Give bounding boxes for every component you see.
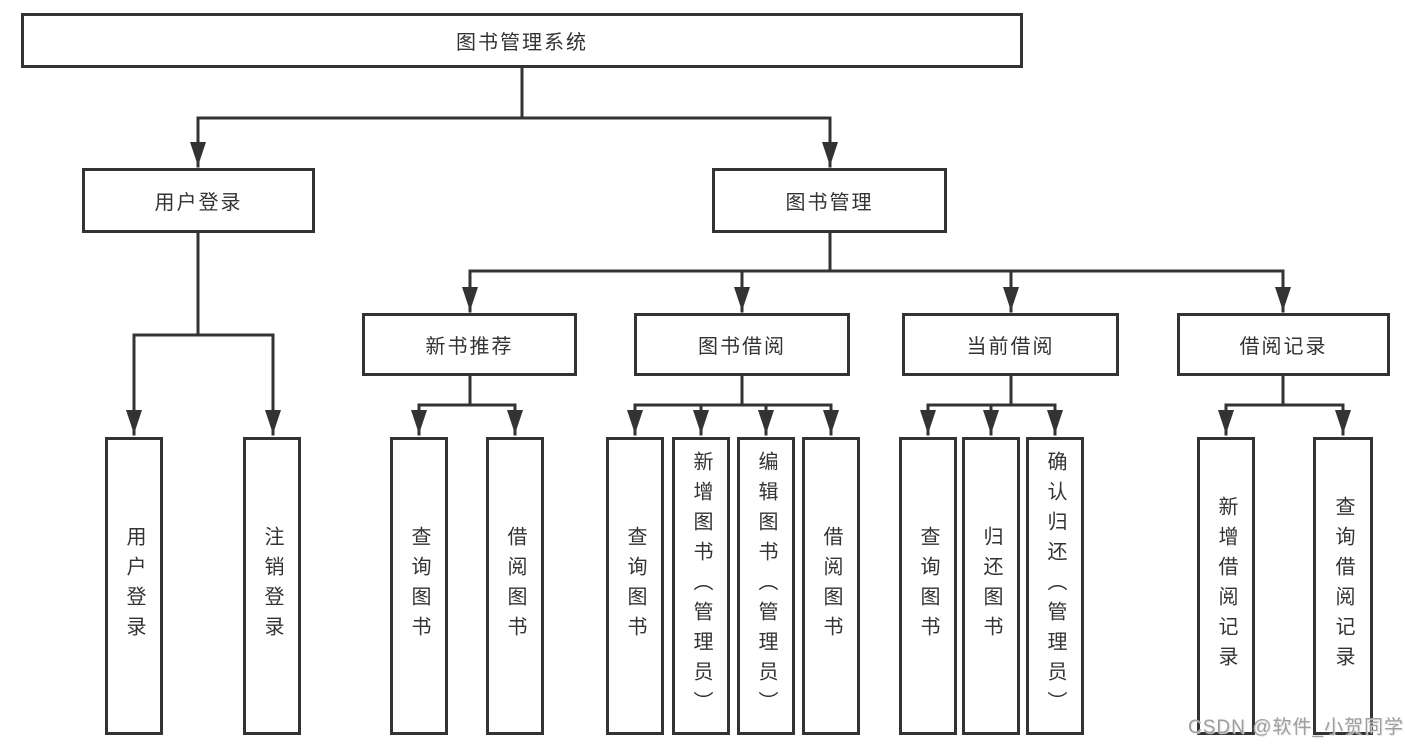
leaf-add-borrow-record-label: 新增借阅记录 [1215, 496, 1237, 676]
connector-records-to-leaves [1218, 374, 1351, 436]
leaf-recommend-query-books-label: 查询图书 [408, 526, 430, 646]
node-borrow-records: 借阅记录 [1177, 313, 1390, 376]
leaf-return-book-label: 归还图书 [980, 526, 1002, 646]
leaf-confirm-return-admin-label: 确认归还（管理员） [1044, 451, 1066, 721]
node-root: 图书管理系统 [21, 13, 1023, 68]
csdn-watermark: CSDN @软件_小贺同学 [1188, 717, 1404, 738]
leaf-recommend-query-books: 查询图书 [390, 437, 448, 735]
leaf-current-query-books: 查询图书 [899, 437, 957, 735]
connector-root-to-level2 [190, 66, 838, 168]
node-current-borrow: 当前借阅 [902, 313, 1119, 376]
connector-mgmt-to-level3 [462, 231, 1291, 313]
node-book-borrow-label: 图书借阅 [698, 336, 786, 358]
leaf-logout-label: 注销登录 [261, 526, 283, 646]
leaf-query-borrow-record: 查询借阅记录 [1313, 437, 1373, 735]
leaf-borrow-book: 借阅图书 [802, 437, 860, 735]
node-new-book-recommend-label: 新书推荐 [425, 336, 514, 358]
leaf-user-login-label: 用户登录 [123, 526, 145, 646]
node-book-management-label: 图书管理 [785, 192, 874, 214]
leaf-add-book-admin-label: 新增图书（管理员） [690, 451, 712, 721]
connector-recommend-to-leaves [411, 374, 523, 436]
connector-current-to-leaves [920, 374, 1063, 436]
leaf-add-book-admin: 新增图书（管理员） [672, 437, 730, 735]
leaf-recommend-borrow-books: 借阅图书 [486, 437, 544, 735]
node-book-borrow: 图书借阅 [634, 313, 850, 376]
leaf-return-book: 归还图书 [962, 437, 1020, 735]
connector-borrow-to-leaves [627, 374, 839, 436]
connector-login-to-leaves [126, 231, 281, 436]
leaf-user-login: 用户登录 [105, 437, 163, 735]
node-root-label: 图书管理系统 [456, 32, 588, 54]
leaf-edit-book-admin: 编辑图书（管理员） [737, 437, 795, 735]
leaf-edit-book-admin-label: 编辑图书（管理员） [755, 451, 777, 721]
node-user-login-label: 用户登录 [154, 192, 243, 214]
leaf-confirm-return-admin: 确认归还（管理员） [1026, 437, 1084, 735]
node-book-management: 图书管理 [712, 168, 947, 233]
leaf-query-borrow-record-label: 查询借阅记录 [1332, 496, 1354, 676]
node-current-borrow-label: 当前借阅 [966, 336, 1055, 358]
leaf-borrow-query-books-label: 查询图书 [624, 526, 646, 646]
leaf-borrow-book-label: 借阅图书 [820, 526, 842, 646]
leaf-borrow-query-books: 查询图书 [606, 437, 664, 735]
node-user-login: 用户登录 [82, 168, 315, 233]
leaf-recommend-borrow-books-label: 借阅图书 [504, 526, 526, 646]
leaf-current-query-books-label: 查询图书 [917, 526, 939, 646]
node-borrow-records-label: 借阅记录 [1239, 336, 1328, 358]
leaf-add-borrow-record: 新增借阅记录 [1197, 437, 1255, 735]
node-new-book-recommend: 新书推荐 [362, 313, 577, 376]
leaf-logout: 注销登录 [243, 437, 301, 735]
